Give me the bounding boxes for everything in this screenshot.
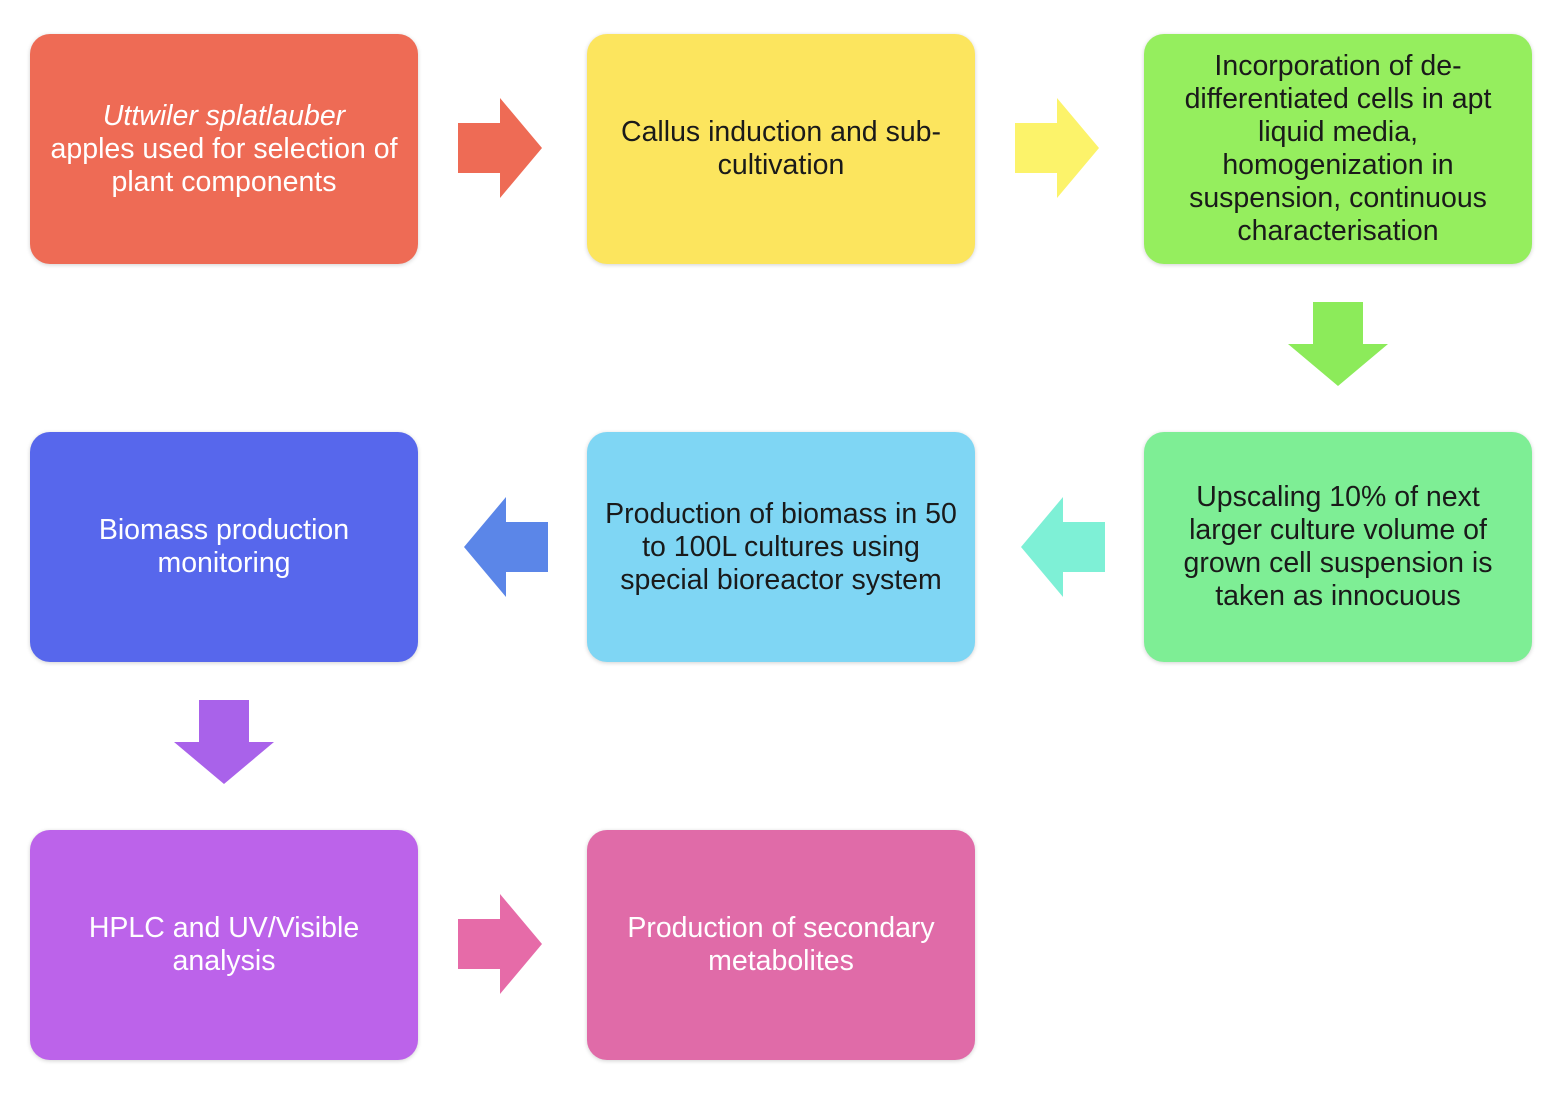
step-incorporation: Incorporation of de-differentiated cells… [1144,34,1532,264]
step-upscaling: Upscaling 10% of next larger culture vol… [1144,432,1532,662]
step-biomass-production: Production of biomass in 50 to 100L cult… [587,432,975,662]
step-apple-selection: Uttwiler splatlauber apples used for sel… [30,34,418,264]
step-incorporation-label: Incorporation of de-differentiated cells… [1184,50,1492,247]
step-secondary-metabolites-label: Production of secondary metabolites [627,912,935,977]
arrow-down-icon [174,700,274,784]
arrow-left-icon [464,497,548,597]
step-callus-induction-label: Callus induction and sub-cultivation [620,116,942,181]
step-secondary-metabolites: Production of secondary metabolites [587,830,975,1060]
arrow-right-icon [458,98,542,198]
step-apple-selection-italic: Uttwiler splatlauber [102,99,346,132]
arrow-left-icon [1021,497,1105,597]
arrow-right-icon [458,894,542,994]
step-hplc-analysis-label: HPLC and UV/Visible analysis [88,912,360,977]
arrow-down-icon [1288,302,1388,386]
step-apple-selection-label: apples used for selection of plant compo… [50,132,398,198]
step-biomass-production-label: Production of biomass in 50 to 100L cult… [605,497,957,596]
step-biomass-monitoring: Biomass production monitoring [30,432,418,662]
step-callus-induction: Callus induction and sub-cultivation [587,34,975,264]
step-hplc-analysis: HPLC and UV/Visible analysis [30,830,418,1060]
step-upscaling-label: Upscaling 10% of next larger culture vol… [1183,481,1493,612]
arrow-right-icon [1015,98,1099,198]
step-biomass-monitoring-label: Biomass production monitoring [98,514,350,579]
